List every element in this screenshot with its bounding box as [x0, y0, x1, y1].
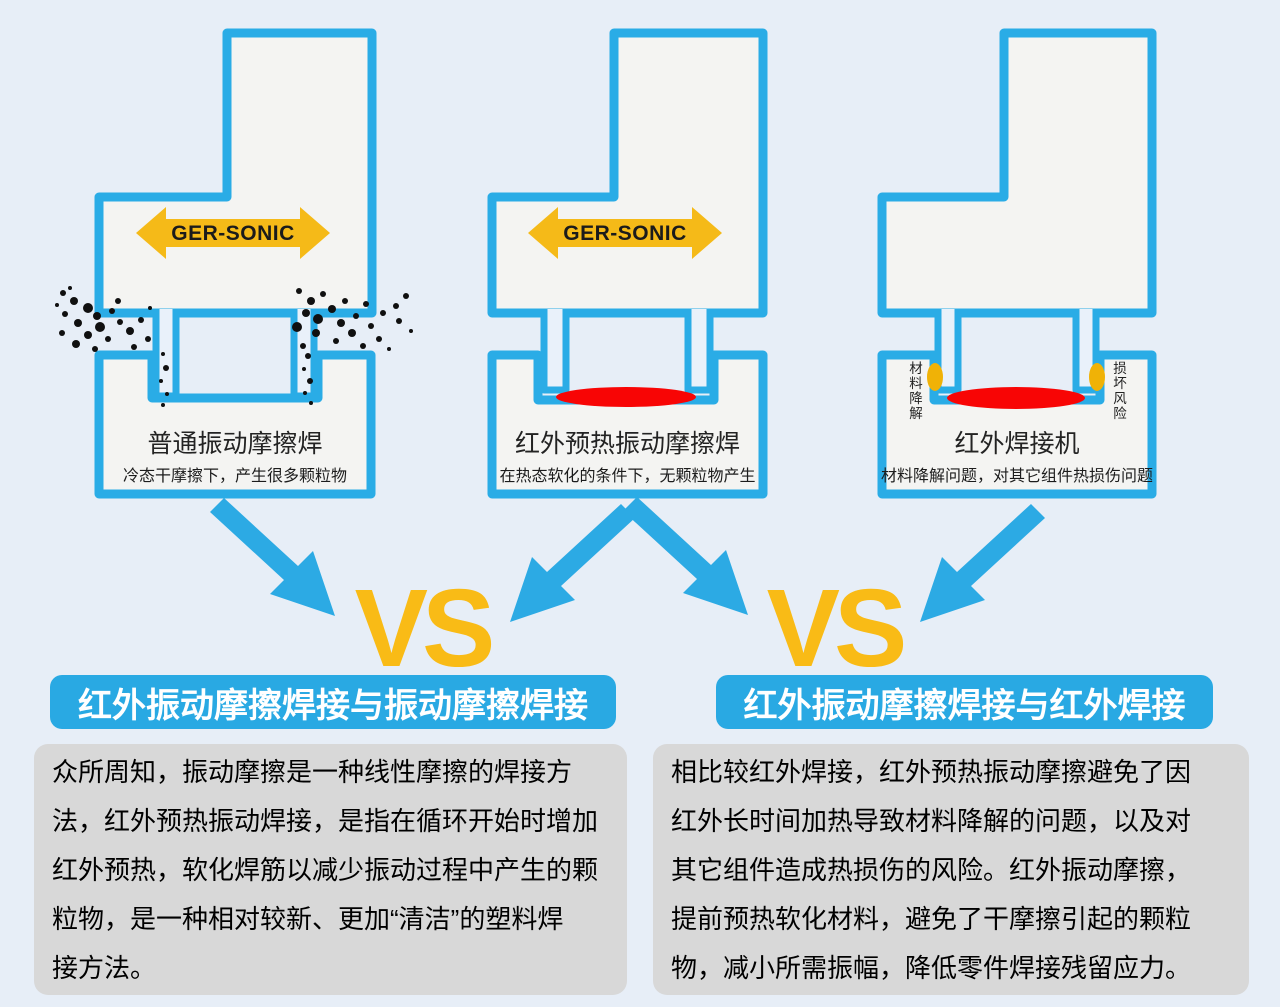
heat-damage-spot-left — [927, 363, 943, 391]
arrow-down-left — [920, 504, 1045, 622]
vibration-arrow-label: GER-SONIC — [563, 222, 687, 245]
comparison-arrows — [210, 497, 1045, 622]
machine-ir-welder — [877, 28, 1157, 499]
particles-right — [292, 288, 413, 405]
arrow-down-right — [210, 498, 335, 616]
machine-ordinary-vibration — [55, 28, 413, 499]
machine-title-ir-preheat: 红外预热振动摩擦焊 — [514, 430, 740, 458]
weld-rib-left — [152, 309, 180, 400]
weld-rib-left — [934, 309, 962, 394]
machine-title-ir-welder: 红外焊接机 — [954, 430, 1080, 458]
comparison-paragraph-left: 众所周知，振动摩擦是一种线性摩擦的焊接方 法，红外预热振动焊接，是指在循环开始时… — [34, 744, 627, 995]
vibration-arrow-label: GER-SONIC — [171, 222, 295, 245]
lower-fixture — [487, 350, 768, 499]
upper-tool — [877, 28, 1157, 318]
vs-text-left: VS — [354, 566, 496, 690]
upper-tool — [94, 28, 377, 318]
comparison-banner-right: 红外振动摩擦焊接与红外焊接 — [716, 675, 1213, 729]
molten-weld-zone — [947, 387, 1085, 409]
arrow-down-right — [623, 497, 748, 615]
lower-fixture — [94, 350, 376, 499]
molten-weld-zone — [556, 387, 696, 407]
machine-ir-preheat-vibration — [487, 28, 768, 499]
vibration-double-arrow — [528, 207, 722, 259]
vibration-double-arrow — [136, 207, 330, 259]
particles-left — [55, 286, 169, 407]
weld-rib-right — [684, 309, 714, 394]
note-damage-risk: 损坏风险 — [1111, 361, 1126, 421]
heat-damage-spot-right — [1089, 363, 1105, 391]
weld-rib-left — [540, 309, 570, 394]
upper-tool — [487, 28, 768, 318]
comparison-banner-left: 红外振动摩擦焊接与振动摩擦焊接 — [50, 675, 616, 729]
machine-subtitle-ordinary: 冷态干摩擦下，产生很多颗粒物 — [122, 468, 347, 485]
arrow-down-left — [510, 504, 635, 622]
comparison-paragraph-right: 相比较红外焊接，红外预热振动摩擦避免了因 红外长时间加热导致材料降解的问题，以及… — [653, 744, 1249, 995]
vs-text-right: VS — [766, 566, 908, 690]
note-material-degradation: 材料降解 — [907, 361, 922, 421]
machine-subtitle-ir-welder: 材料降解问题，对其它组件热损伤问题 — [881, 468, 1154, 485]
machine-title-ordinary: 普通振动摩擦焊 — [147, 430, 323, 458]
machine-subtitle-ir-preheat: 在热态软化的条件下，无颗粒物产生 — [499, 468, 756, 485]
